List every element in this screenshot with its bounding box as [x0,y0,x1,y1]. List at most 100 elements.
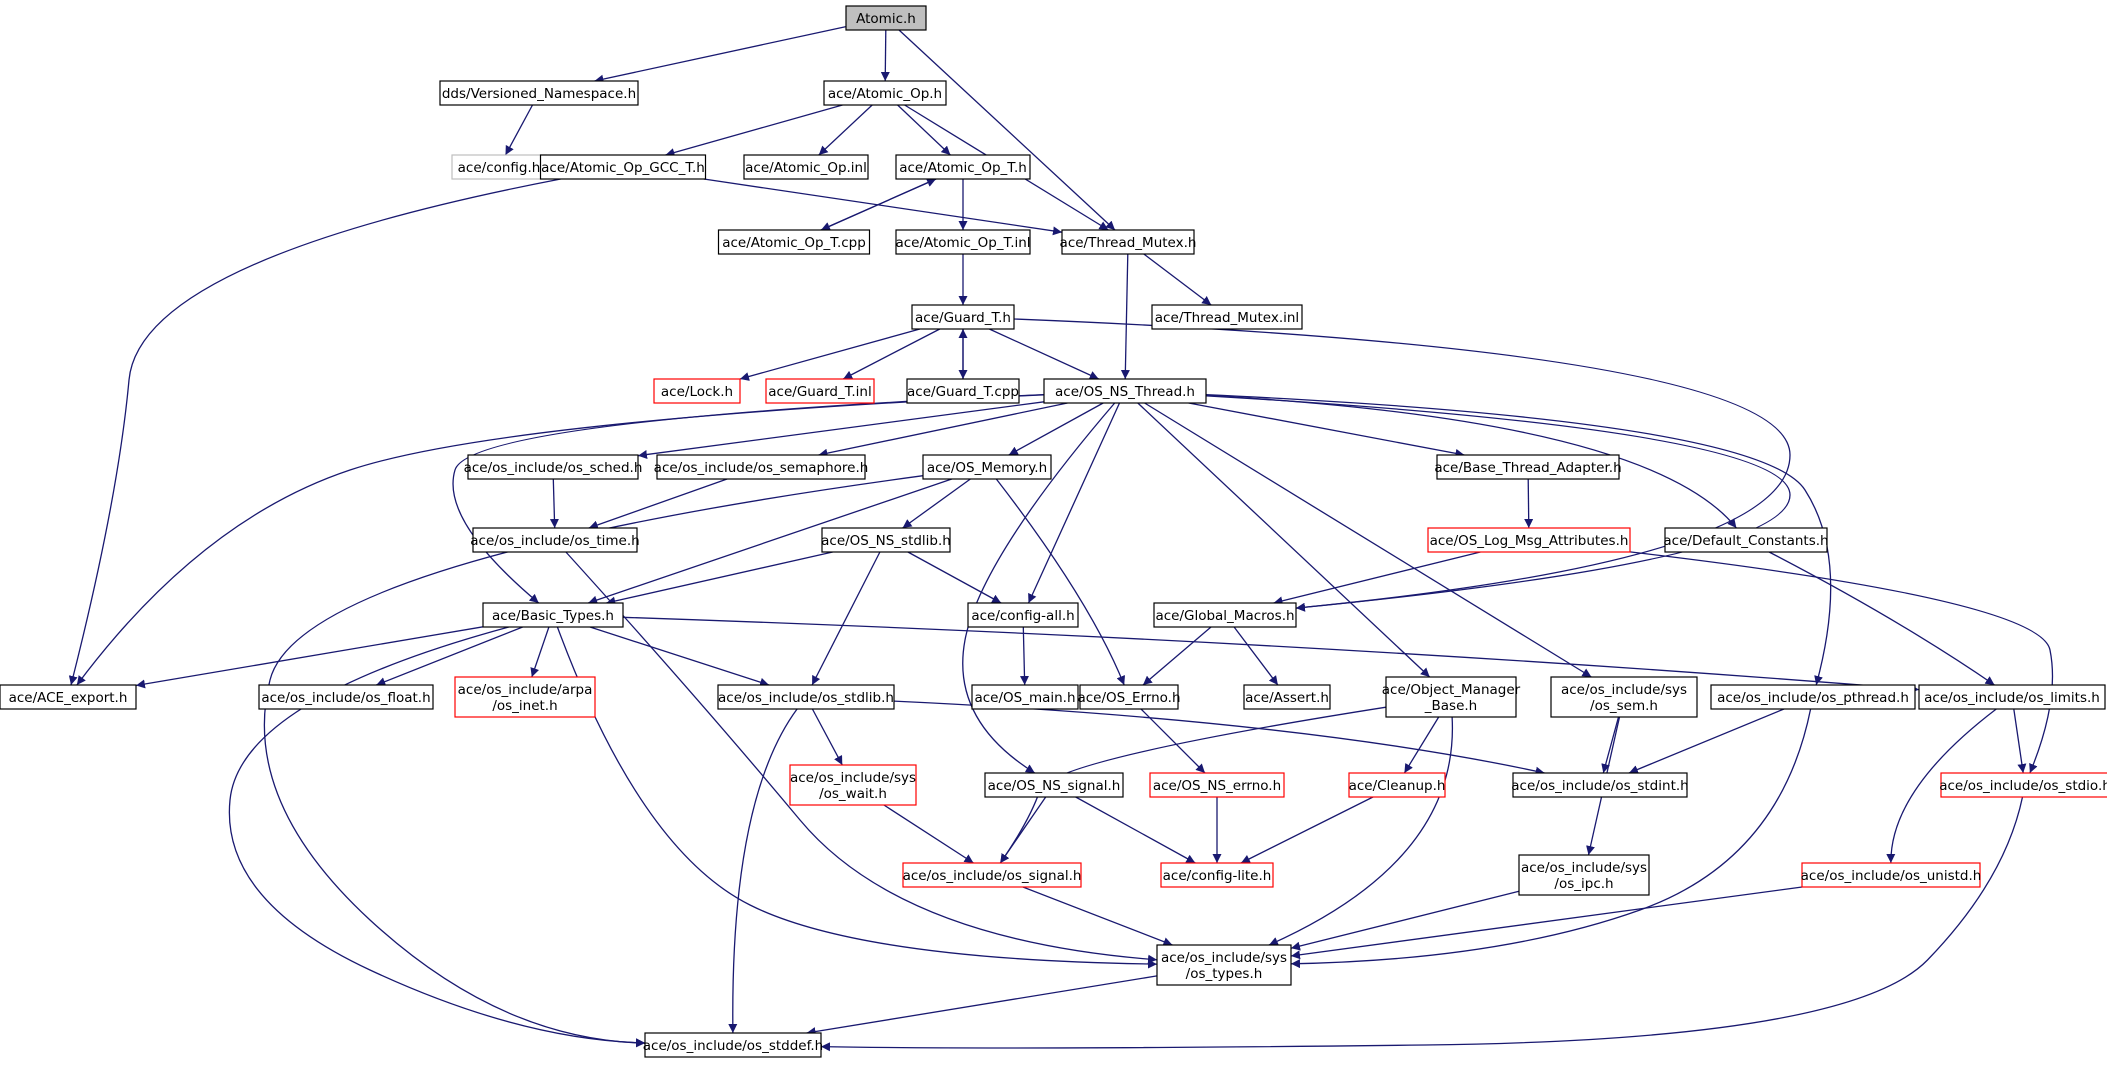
node-label: ace/Guard_T.cpp [907,384,1019,400]
node-ace_export[interactable]: ace/ACE_export.h [0,684,137,710]
edge-atomic_op_t_cpp-to-atomic_op_t_h [820,178,937,231]
node-label: /os_wait.h [819,786,887,802]
node-label: ace/OS_NS_Thread.h [1055,384,1195,400]
node-atomic_op_t_cpp[interactable]: ace/Atomic_Op_T.cpp [717,229,871,255]
node-label: ace/OS_NS_stdlib.h [821,533,951,549]
node-box [1550,676,1698,718]
node-box [823,80,947,106]
edge-os_ns_stdlib-to-config_all [907,551,1002,604]
node-assert_h[interactable]: ace/Assert.h [1243,684,1331,710]
node-base_thread_adapter[interactable]: ace/Base_Thread_Adapter.h [1434,454,1622,480]
edge-atomic_h-to-thread_mutex_h [898,29,1116,231]
node-label: ace/config.h [458,160,541,176]
edge-os_ns_thread-to-object_manager_base [1137,402,1431,678]
node-sys_os_ipc[interactable]: ace/os_include/sys/os_ipc.h [1518,854,1650,896]
edge-os_pthread-to-sys_os_types [1290,708,1812,969]
node-guard_t_cpp[interactable]: ace/Guard_T.cpp [906,378,1020,404]
edge-atomic_h-to-atomic_op_h [880,29,890,82]
node-box [895,154,1031,180]
edge-os_ns_thread-to-global_macros [1205,395,1791,612]
node-os_memory[interactable]: ace/OS_Memory.h [922,454,1052,480]
node-box [1043,378,1207,404]
node-box [984,772,1124,798]
node-label: ace/Cleanup.h [1349,778,1446,794]
node-basic_types[interactable]: ace/Basic_Types.h [482,602,624,628]
node-label: ace/os_include/os_pthread.h [1717,690,1909,706]
node-box [845,5,927,31]
node-os_unistd[interactable]: ace/os_include/os_unistd.h [1801,862,1982,888]
node-os_errno[interactable]: ace/OS_Errno.h [1077,684,1181,710]
node-os_ns_thread[interactable]: ace/OS_NS_Thread.h [1043,378,1207,404]
node-sys_os_sem[interactable]: ace/os_include/sys/os_sem.h [1550,676,1698,718]
node-label: ace/Global_Macros.h [1155,608,1294,624]
node-default_constants[interactable]: ace/Default_Constants.h [1663,527,1829,553]
node-os_ns_errno[interactable]: ace/OS_NS_errno.h [1149,772,1285,798]
node-atomic_op_inl[interactable]: ace/Atomic_Op.inl [743,154,869,180]
edge-object_manager_base-to-cleanup_h [1403,716,1440,774]
node-sys_os_wait[interactable]: ace/os_include/sys/os_wait.h [789,764,917,806]
edge-basic_types-to-os_limits [622,616,1920,694]
edge-atomic_op_h-to-atomic_op_inl [818,104,873,156]
edge-guard_t_h-to-guard_t_inl [842,328,941,380]
node-os_stdio[interactable]: ace/os_include/os_stdio.h [1939,772,2107,798]
node-label: ace/os_include/arpa [458,682,593,698]
node-os_main[interactable]: ace/OS_main.h [971,684,1079,710]
edge-basic_types-to-os_stdlib [589,626,770,687]
node-config_lite[interactable]: ace/config-lite.h [1160,862,1274,888]
node-label: ace/Atomic_Op.inl [745,160,867,176]
node-box [1061,229,1195,255]
edge-thread_mutex_h-to-os_ns_thread [1120,253,1130,380]
node-atomic_op_h[interactable]: ace/Atomic_Op.h [823,80,947,106]
node-os_ns_signal[interactable]: ace/OS_NS_signal.h [984,772,1124,798]
node-thread_mutex_inl[interactable]: ace/Thread_Mutex.inl [1151,304,1303,330]
node-atomic_op_t_h[interactable]: ace/Atomic_Op_T.h [895,154,1031,180]
node-os_time[interactable]: ace/os_include/os_time.h [470,527,640,553]
edge-os_pthread-to-os_stdint [1628,708,1785,774]
node-cleanup_h[interactable]: ace/Cleanup.h [1348,772,1446,798]
node-label: ace/Guard_T.h [915,310,1011,326]
node-global_macros[interactable]: ace/Global_Macros.h [1153,602,1297,628]
edge-basic_types-to-arpa_inet [530,626,550,678]
node-box [1385,676,1517,718]
node-label: ace/Thread_Mutex.inl [1155,310,1299,326]
node-os_log_msg_attr[interactable]: ace/OS_Log_Msg_Attributes.h [1427,527,1631,553]
node-box [1940,772,2107,798]
node-object_manager_base[interactable]: ace/Object_Manager_Base.h [1382,676,1521,718]
node-os_ns_stdlib[interactable]: ace/OS_NS_stdlib.h [821,527,951,553]
node-label: /os_ipc.h [1554,876,1613,892]
node-lock_h[interactable]: ace/Lock.h [653,378,741,404]
node-box [717,684,895,710]
node-os_limits[interactable]: ace/os_include/os_limits.h [1918,684,2106,710]
edge-basic_types-to-os_float [376,626,523,686]
node-config_h[interactable]: ace/config.h [451,154,547,180]
node-guard_t_h[interactable]: ace/Guard_T.h [911,304,1015,330]
node-atomic_op_t_inl[interactable]: ace/Atomic_Op_T.inl [895,229,1031,255]
node-guard_t_inl[interactable]: ace/Guard_T.inl [765,378,875,404]
edge-basic_types-to-sys_os_types [556,626,1158,969]
node-config_all[interactable]: ace/config-all.h [967,602,1079,628]
node-box [1153,602,1297,628]
node-os_stddef[interactable]: ace/os_include/os_stddef.h [643,1032,823,1058]
node-os_float[interactable]: ace/os_include/os_float.h [258,684,434,710]
node-label: ace/Atomic_Op_GCC_T.h [541,160,705,176]
node-box [911,304,1015,330]
edge-os_ns_thread-to-os_memory [1008,402,1104,456]
node-sys_os_types[interactable]: ace/os_include/sys/os_types.h [1156,944,1292,986]
node-label: ace/os_include/os_semaphore.h [654,460,869,476]
node-box [971,684,1079,710]
edge-os_ns_thread-to-os_pthread [1205,394,1832,686]
edge-guard_t_h-to-lock_h [739,328,921,381]
node-label: ace/Atomic_Op_T.h [899,160,1027,176]
node-os_semaphore[interactable]: ace/os_include/os_semaphore.h [654,454,869,480]
node-os_pthread[interactable]: ace/os_include/os_pthread.h [1710,684,1916,710]
node-os_stdlib[interactable]: ace/os_include/os_stdlib.h [717,684,895,710]
node-thread_mutex_h[interactable]: ace/Thread_Mutex.h [1060,229,1197,255]
node-os_sched[interactable]: ace/os_include/os_sched.h [464,454,643,480]
node-arpa_inet[interactable]: ace/os_include/arpa/os_inet.h [454,676,596,718]
node-os_signal[interactable]: ace/os_include/os_signal.h [902,862,1082,888]
node-os_stdint[interactable]: ace/os_include/os_stdint.h [1511,772,1689,798]
node-versioned_ns[interactable]: dds/Versioned_Namespace.h [439,80,639,106]
node-box [653,378,741,404]
node-atomic_op_gcc_t[interactable]: ace/Atomic_Op_GCC_T.h [539,154,707,180]
